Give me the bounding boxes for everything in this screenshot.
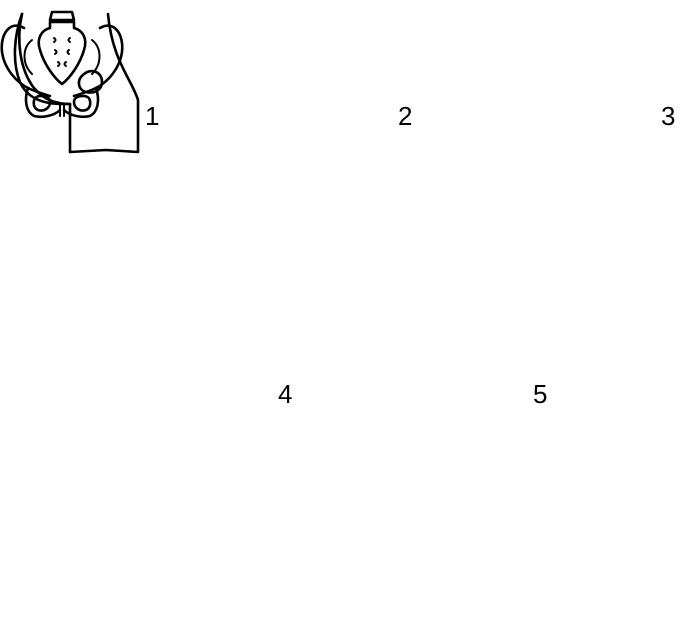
figure-1-hip-disarticulation <box>0 10 140 154</box>
figure-1-label: 1 <box>145 101 160 131</box>
figure-5-label: 5 <box>533 379 548 409</box>
figure-2-label: 2 <box>398 101 413 131</box>
figure-4-label: 4 <box>278 379 293 409</box>
figure-3-label: 3 <box>661 101 676 131</box>
